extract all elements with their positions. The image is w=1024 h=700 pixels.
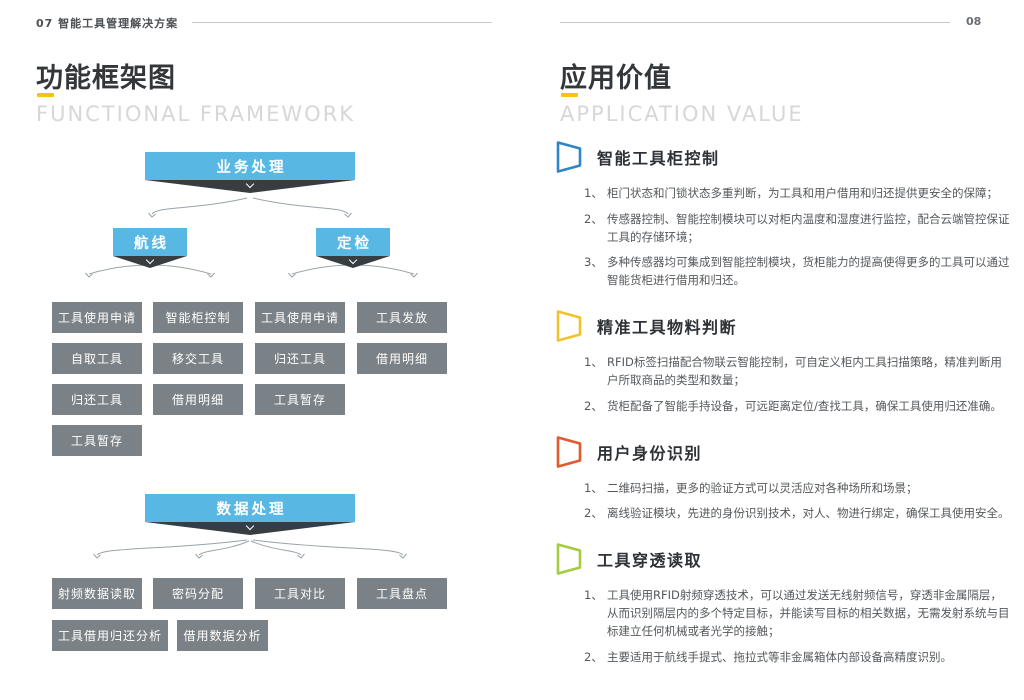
list-item: 1、 二维码扫描，更多的验证方式可以灵活应对各种场所和场景；: [584, 480, 918, 495]
value-section-heading: 工具穿透读取: [597, 551, 703, 571]
flag-icon: [556, 141, 582, 173]
flow-node-route: 航线: [113, 228, 187, 268]
chevron-down-icon: [348, 256, 358, 265]
flow-node-label: 定检: [337, 235, 372, 252]
left-section-subtitle: FUNCTIONAL FRAMEWORK: [36, 102, 356, 126]
list-item: 2、 主要适用于航线手提式、拖拉式等非金属箱体内部设备高精度识别。: [584, 649, 952, 664]
list-item: 1、 RFID标签扫描配合物联云智能控制，可自定义柜内工具扫描策略，精准判断用户…: [584, 355, 1002, 387]
left-accent-bar: [37, 93, 54, 97]
application-value-list: 智能工具柜控制 1、 柜门状态和门锁状态多重判断，为工具和用户借用和归还提供更安…: [556, 141, 1010, 686]
flow-node-label: 数据处理: [216, 501, 287, 518]
flow-node-label: 业务处理: [216, 159, 287, 176]
right-page-number: 08: [966, 15, 982, 28]
flow-box: 移交工具: [153, 343, 243, 374]
flow-box: 密码分配: [153, 578, 243, 609]
ribbon-tail: [145, 180, 355, 193]
list-item: 2、 货柜配备了智能手持设备，可远距离定位/查找工具，确保工具使用归还准确。: [584, 398, 1002, 413]
chevron-down-icon: [145, 256, 155, 265]
flow-node-label: 航线: [134, 235, 169, 252]
left-page-number: 07: [36, 17, 54, 30]
flow-box: 借用明细: [153, 384, 243, 415]
right-header-rule: [560, 22, 950, 23]
chevron-down-icon: [245, 180, 255, 189]
flow-box: 射频数据读取: [52, 578, 142, 609]
flow-box: 借用数据分析: [177, 620, 268, 651]
flow-node-business-processing: 业务处理: [145, 152, 355, 193]
left-header-rule: [192, 22, 492, 23]
value-section-cabinet-control: 智能工具柜控制 1、 柜门状态和门锁状态多重判断，为工具和用户借用和归还提供更安…: [556, 141, 1010, 290]
value-section-heading: 智能工具柜控制: [597, 149, 720, 168]
flow-box: 工具发放: [357, 302, 447, 333]
value-section-material-judgement: 精准工具物料判断 1、 RFID标签扫描配合物联云智能控制，可自定义柜内工具扫描…: [556, 310, 1010, 415]
flow-box: 归还工具: [255, 343, 345, 374]
flow-box: 工具暂存: [255, 384, 345, 415]
value-section-heading: 精准工具物料判断: [597, 318, 738, 338]
ribbon-tail: [145, 522, 355, 535]
right-section-title: 应用价值: [560, 63, 672, 94]
list-item: 2、 传感器控制、智能控制模块可以对柜内温度和湿度进行监控，配合云端管控保证工具…: [584, 211, 1010, 244]
list-item: 1、 柜门状态和门锁状态多重判断，为工具和用户借用和归还提供更安全的保障；: [584, 186, 998, 200]
right-accent-bar: [561, 93, 578, 97]
flow-box: 借用明细: [357, 343, 447, 374]
list-item: 1、 工具使用RFID射频穿透技术，可以通过发送无线射频信号，穿透非金属隔层，从…: [584, 588, 1010, 638]
list-item: 3、 多种传感器均可集成到智能控制模块，货柜能力的提高使得更多的工具可以通过智能…: [584, 255, 1010, 288]
flag-icon: [556, 310, 582, 342]
flow-box: 工具借用归还分析: [52, 620, 168, 651]
flag-icon: [556, 435, 582, 468]
flow-node-data-processing: 数据处理: [145, 494, 355, 535]
right-section-subtitle: APPLICATION VALUE: [560, 102, 804, 126]
flow-box: 工具使用申请: [255, 302, 345, 333]
flow-box: 工具对比: [255, 578, 345, 609]
value-section-user-identification: 用户身份识别 1、 二维码扫描，更多的验证方式可以灵活应对各种场所和场景； 2、…: [556, 435, 1010, 524]
flow-box: 归还工具: [52, 384, 142, 415]
ribbon-tail: [316, 256, 390, 268]
flow-box: 工具盘点: [357, 578, 447, 609]
flow-box: 自取工具: [52, 343, 142, 374]
ribbon-tail: [113, 256, 187, 268]
flow-box: 工具使用申请: [52, 302, 142, 333]
flag-icon: [556, 543, 582, 575]
flow-node-inspection: 定检: [316, 228, 390, 268]
left-page-header: 07 智能工具管理解决方案: [36, 15, 178, 31]
value-section-penetrating-read: 工具穿透读取 1、 工具使用RFID射频穿透技术，可以通过发送无线射频信号，穿透…: [556, 543, 1010, 666]
left-section-title: 功能框架图: [36, 63, 176, 94]
value-section-heading: 用户身份识别: [597, 443, 703, 463]
chevron-down-icon: [245, 522, 255, 531]
flow-box: 工具暂存: [52, 425, 142, 456]
list-item: 2、 离线验证模块，先进的身份识别技术，对人、物进行绑定，确保工具使用安全。: [584, 506, 1010, 521]
flow-box: 智能柜控制: [153, 302, 243, 333]
left-page-header-title: 智能工具管理解决方案: [58, 17, 179, 30]
